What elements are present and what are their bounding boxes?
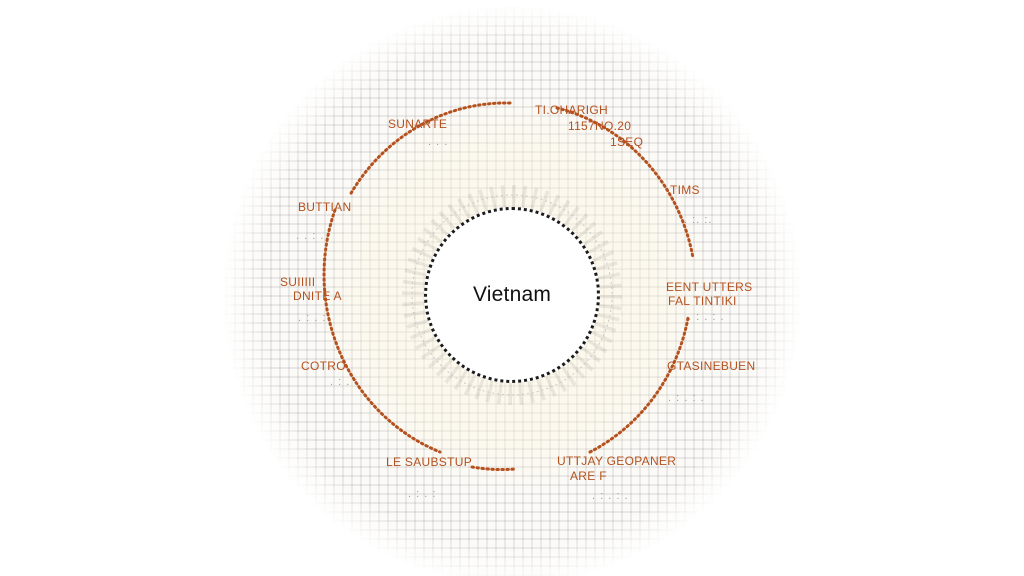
node-sub-tl1: . . . — [428, 136, 449, 148]
node-label-b2-line1: UTTJAY GEOPANER — [557, 454, 677, 468]
node-label-l2-line2: DNITE A — [293, 289, 342, 303]
node-label-tr1-line2: 1157NO.20 — [568, 119, 632, 133]
node-sub-r1: . :. :. — [684, 214, 713, 226]
orbit-arc-left — [322, 208, 442, 454]
node-sub-l1: . . : . — [296, 230, 325, 242]
node-label-b1: LE SAUBSTUP — [386, 455, 472, 469]
node-sub-r3: . : . : . — [668, 392, 705, 404]
node-label-tr1-line1: TI.OHARIGH — [535, 103, 609, 117]
center-node: Vietnam — [424, 207, 600, 383]
node-sub-l3: . : . : — [330, 376, 359, 388]
node-label-tr1-line3: 1SEQ — [610, 135, 644, 149]
node-label-r1: TIMS — [670, 183, 700, 197]
node-label-b2-line2: ARE F — [570, 469, 607, 483]
orbit-arc-bottom — [470, 465, 517, 471]
node-label-tl1: SUNARTE — [388, 117, 448, 131]
node-label-l1: BUTTIAN — [298, 200, 352, 214]
orbit-arc-top-right — [555, 106, 695, 260]
node-label-r2-line2: FAL TINTIKI — [668, 294, 737, 308]
node-label-l3: COTRO — [301, 359, 346, 373]
node-sub-b2: . : . : . — [592, 490, 629, 502]
orbit-arc-bottom-right — [588, 316, 690, 454]
node-label-r2-line1: EENT UTTERS — [666, 280, 753, 294]
inner-ring-guide — [411, 194, 613, 396]
orbit-arc-top-left — [348, 101, 512, 197]
node-sub-b1: . : . : — [408, 488, 437, 500]
node-sub-l2: . : . : — [298, 312, 327, 324]
node-label-l2-line1: SUIIIII — [280, 275, 316, 289]
node-label-r3: GTASINEBUEN — [667, 359, 756, 373]
center-label: Vietnam — [472, 283, 552, 306]
node-sub-r2: . : . : . — [688, 311, 725, 323]
